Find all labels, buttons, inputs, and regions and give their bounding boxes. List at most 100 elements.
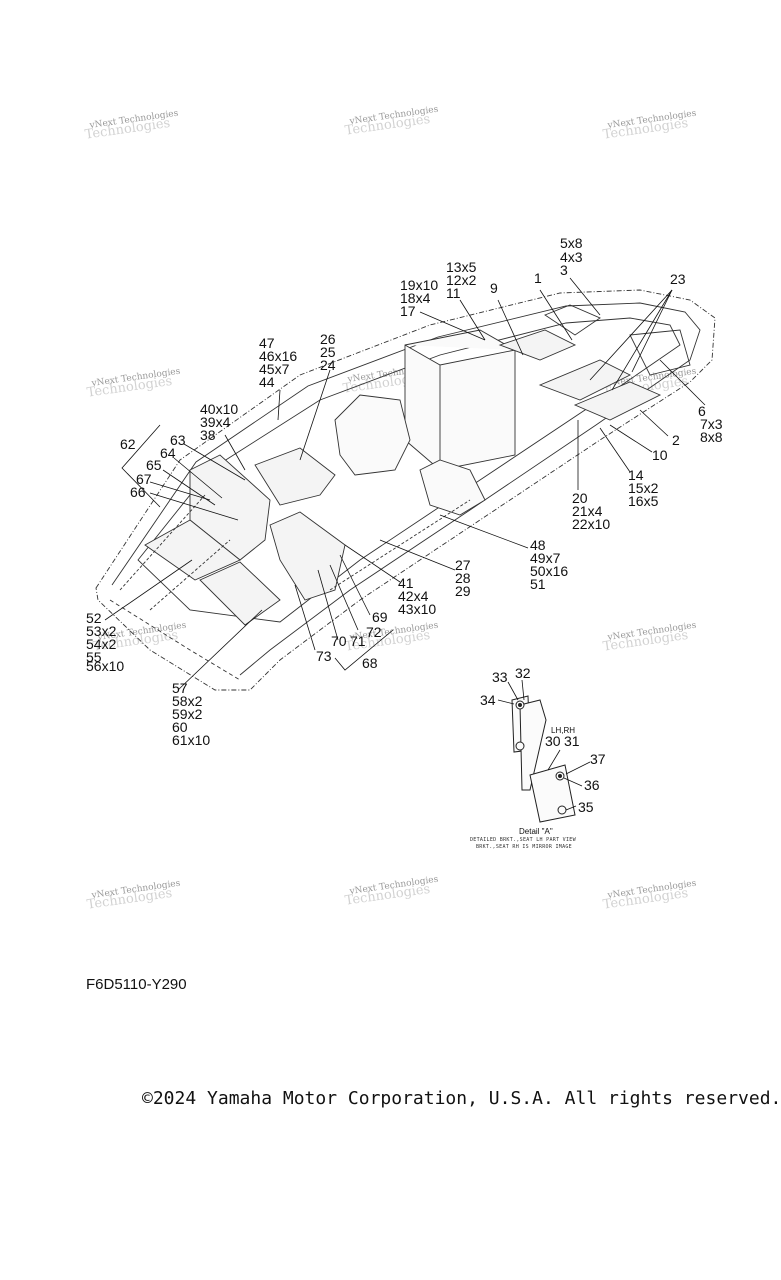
callout-label: 18x4 xyxy=(400,290,431,306)
leader-line xyxy=(497,299,524,356)
callout-label: 30 xyxy=(545,733,561,749)
center-cushion xyxy=(269,511,346,601)
leader-line xyxy=(379,539,456,571)
callout-label: 66 xyxy=(130,484,146,500)
leader-line xyxy=(439,514,529,549)
leader-line xyxy=(639,409,669,437)
inner-deck-line xyxy=(137,317,681,623)
bow-cushion-a xyxy=(498,329,577,361)
washer xyxy=(518,703,522,707)
leader-line xyxy=(177,609,263,691)
leader-line xyxy=(565,805,577,811)
detail-side-label: LH,RH xyxy=(551,726,575,735)
callout-label: 55 xyxy=(86,649,102,665)
callout-label: 1 xyxy=(534,270,542,286)
callout-label: 26 xyxy=(320,331,336,347)
callout-label: 48 xyxy=(530,537,546,553)
callout-label: 60 xyxy=(172,719,188,735)
side-rail xyxy=(119,494,471,611)
callout-label: 42x4 xyxy=(398,588,429,604)
callout-label: 53x2 xyxy=(86,623,117,639)
callout-label: 10 xyxy=(652,447,668,463)
callout-label: 37 xyxy=(590,751,606,767)
callout-label: 50x16 xyxy=(530,563,568,579)
leader-line xyxy=(299,369,331,461)
callout-label: 51 xyxy=(530,576,546,592)
callout-label: 34 xyxy=(480,692,496,708)
leader-line xyxy=(521,679,525,701)
callout-label: 7x3 xyxy=(700,416,723,432)
watermark: Technologies vNext Technologies xyxy=(84,109,179,143)
callout-label: 24 xyxy=(320,357,336,373)
callout-label: 36 xyxy=(584,777,600,793)
bolt xyxy=(515,741,525,751)
detail-leader-lines xyxy=(497,679,591,811)
callout-label: 9 xyxy=(490,280,498,296)
callout-label: 49x7 xyxy=(530,550,561,566)
leader-line xyxy=(419,311,486,341)
callout-label: 54x2 xyxy=(86,636,117,652)
leader-line xyxy=(183,443,246,481)
callout-label: 13x5 xyxy=(446,259,477,275)
callout-label: 52 xyxy=(86,610,102,626)
callout-label: 47 xyxy=(259,335,275,351)
leader-line xyxy=(631,289,673,373)
callout-label: 46x16 xyxy=(259,348,297,364)
detail-a: 33 32 34 30 31 37 36 35 LH,RH Detail "A"… xyxy=(470,665,606,850)
callout-label: 39x4 xyxy=(200,414,231,430)
hull-outline xyxy=(95,289,716,691)
leader-line xyxy=(599,427,631,473)
leader-line xyxy=(611,289,673,391)
bracket-68 xyxy=(334,629,394,671)
callout-label: 31 xyxy=(564,733,580,749)
swim-platform-line xyxy=(109,599,241,681)
callout-label: 62 xyxy=(120,436,136,452)
callout-label: 28 xyxy=(455,570,471,586)
callouts: 5x8 4x3 3 13x5 12x2 11 1 9 23 19x10 18x4… xyxy=(86,235,723,748)
callout-label: 67 xyxy=(136,471,152,487)
callout-label: 40x10 xyxy=(200,401,238,417)
callout-label: 43x10 xyxy=(398,601,436,617)
leader-lines xyxy=(104,277,706,691)
callout-label: 70 xyxy=(331,633,347,649)
helm-seat xyxy=(334,394,411,476)
callout-label: 16x5 xyxy=(628,493,659,509)
callout-label: 11 xyxy=(446,285,461,301)
leader-line xyxy=(565,761,591,775)
callout-label: 3 xyxy=(560,262,568,278)
callout-label: 64 xyxy=(160,445,176,461)
console xyxy=(404,329,516,471)
callout-label: 8x8 xyxy=(700,429,723,445)
part-code: F6D5110-Y290 xyxy=(86,976,187,993)
callout-label: 69 xyxy=(372,609,388,625)
callout-label: 45x7 xyxy=(259,361,290,377)
callout-label: 17 xyxy=(400,303,416,319)
callout-label: 32 xyxy=(515,665,531,681)
watermarks: Technologies vNext Technologies Technolo… xyxy=(84,105,697,913)
leader-line xyxy=(104,559,193,621)
callout-label: 6 xyxy=(698,403,706,419)
callout-label: 71 xyxy=(350,633,366,649)
callout-label: 33 xyxy=(492,669,508,685)
boat-hull-drawing xyxy=(95,289,716,691)
leader-line xyxy=(609,424,653,453)
leader-line xyxy=(547,749,561,771)
bolt xyxy=(557,805,567,815)
callout-label: 56x10 xyxy=(86,658,124,674)
callout-label: 27 xyxy=(455,557,471,573)
bracket-drawing xyxy=(511,695,576,823)
detail-note: BRKT.,SEAT RH IS MIRROR IMAGE xyxy=(476,844,572,850)
callout-label: 59x2 xyxy=(172,706,203,722)
callout-label: 73 xyxy=(316,648,332,664)
callout-label: 19x10 xyxy=(400,277,438,293)
callout-label: 38 xyxy=(200,427,216,443)
watermark: Technologies vNext Technologies xyxy=(86,367,181,401)
callout-label: 29 xyxy=(455,583,471,599)
callout-label: 63 xyxy=(170,432,186,448)
watermark: Technologies vNext Technologies xyxy=(344,105,439,139)
leader-line xyxy=(173,457,223,499)
watermark: Technologies vNext Technologies xyxy=(86,879,181,913)
seat-bracket-plate xyxy=(529,764,576,823)
callout-label: 22x10 xyxy=(572,516,610,532)
